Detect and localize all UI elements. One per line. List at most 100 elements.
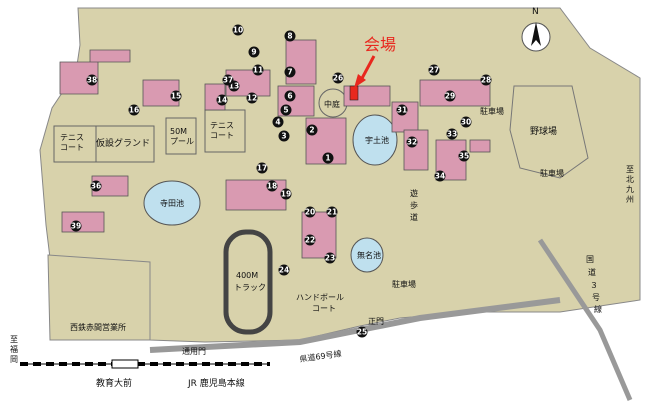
side-gate-label: 通用門 — [182, 346, 206, 356]
building-number-24: 24 — [279, 266, 289, 275]
building-marker-29 — [444, 90, 456, 102]
building-number-33: 33 — [447, 130, 457, 139]
fukuoka-c: 岡 — [10, 355, 18, 364]
building-marker-1 — [322, 152, 334, 164]
route3-d: 号 — [592, 293, 600, 302]
building-number-25: 25 — [357, 328, 367, 337]
building-number-9: 9 — [251, 48, 256, 57]
building-marker-4 — [272, 116, 284, 128]
north-arrow — [531, 22, 541, 46]
route-3 — [537, 238, 633, 401]
building-marker-31 — [396, 104, 408, 116]
building-marker-22 — [304, 234, 316, 246]
route3-a: 国 — [586, 255, 594, 264]
building-number-1: 1 — [325, 154, 330, 163]
building-number-35: 35 — [459, 152, 469, 161]
building-number-8: 8 — [287, 32, 292, 41]
uto-label: 宇土池 — [365, 135, 389, 145]
building-number-18: 18 — [267, 182, 277, 191]
fukuoka-a: 至 — [10, 335, 18, 344]
pool-b-label: プール — [170, 137, 194, 146]
building-number-38: 38 — [87, 76, 97, 85]
building-number-12: 12 — [247, 94, 257, 103]
tennis-2b-label: コート — [210, 131, 234, 140]
building-marker-8 — [284, 30, 296, 42]
building-number-13: 13 — [229, 82, 239, 91]
building-number-3: 3 — [281, 132, 286, 141]
building-number-31: 31 — [397, 106, 407, 115]
track-b-label: トラック — [234, 283, 266, 292]
building-number-20: 20 — [305, 208, 315, 217]
handball-b-label: コート — [312, 304, 336, 313]
building-marker-24 — [278, 264, 290, 276]
building-marker-27 — [428, 64, 440, 76]
kaijo-label: 会場 — [364, 35, 396, 54]
building-marker-23 — [324, 252, 336, 264]
building-marker-14 — [216, 94, 228, 106]
venue-arrowhead — [354, 74, 366, 88]
route3-e: 線 — [594, 304, 602, 314]
building-marker-2 — [306, 124, 318, 136]
building-marker-38 — [86, 74, 98, 86]
main-gate-label: 正門 — [368, 317, 384, 326]
building-marker-21 — [326, 206, 338, 218]
building-marker-18 — [266, 180, 278, 192]
route3-b: 道 — [588, 267, 596, 277]
north-label: N — [532, 7, 539, 17]
fukuoka-b: 福 — [10, 345, 18, 354]
building-number-17: 17 — [257, 164, 267, 173]
handball-label: ハンドボール — [296, 293, 344, 302]
building-number-23: 23 — [325, 254, 335, 263]
building-number-36: 36 — [91, 182, 101, 191]
station-platform — [111, 359, 139, 369]
building-number-11: 11 — [253, 66, 263, 75]
kitakyushu-d: 州 — [626, 195, 634, 204]
teranike-pond — [143, 180, 201, 226]
temp-ground-label: 仮設グランド — [96, 137, 150, 149]
track-label: 400M — [236, 271, 258, 280]
building-marker-30 — [460, 116, 472, 128]
building-number-39: 39 — [71, 222, 81, 231]
building-marker-7 — [284, 66, 296, 78]
building-marker-36 — [90, 180, 102, 192]
tennis-2-label: テニス — [210, 121, 234, 130]
building-marker-33 — [446, 128, 458, 140]
building-marker-26 — [332, 72, 344, 84]
building-number-14: 14 — [217, 96, 227, 105]
building-marker-32 — [406, 136, 418, 148]
building-marker-15 — [170, 90, 182, 102]
kitakyushu-c: 九 — [626, 185, 634, 194]
yuuhodou-1: 遊 — [410, 188, 418, 198]
kitakyushu-b: 北 — [626, 175, 634, 184]
building-marker-19 — [280, 188, 292, 200]
building-number-26: 26 — [333, 74, 343, 83]
nakaniwa-label: 中庭 — [324, 99, 340, 109]
building-number-10: 10 — [233, 26, 243, 35]
parking-2-label: 駐車場 — [540, 168, 564, 178]
kitakyushu-a: 至 — [626, 165, 634, 174]
tennis-1b-label: コート — [60, 143, 84, 152]
building-marker-5 — [280, 104, 292, 116]
baseball-field — [509, 85, 589, 179]
station-label: 教育大前 — [96, 377, 132, 389]
building-number-5: 5 — [283, 106, 288, 115]
building-marker-16 — [128, 104, 140, 116]
yuuhodou-2: 歩 — [410, 200, 418, 210]
building-marker-12 — [246, 92, 258, 104]
teranike-label: 寺田池 — [160, 198, 184, 208]
building-number-22: 22 — [305, 236, 315, 245]
pool-50m — [165, 117, 197, 155]
building-number-21: 21 — [327, 208, 337, 217]
building-number-27: 27 — [429, 66, 439, 75]
building-marker-20 — [304, 206, 316, 218]
building-marker-28 — [480, 74, 492, 86]
route3-c: ３ — [590, 281, 598, 290]
building-marker-25 — [356, 326, 368, 338]
building-marker-35 — [458, 150, 470, 162]
yuuhodou-3: 道 — [410, 212, 418, 222]
uto-pond — [352, 114, 398, 166]
building-number-34: 34 — [435, 172, 445, 181]
track-400m — [223, 229, 273, 335]
building-marker-10 — [232, 24, 244, 36]
building-number-28: 28 — [481, 76, 491, 85]
